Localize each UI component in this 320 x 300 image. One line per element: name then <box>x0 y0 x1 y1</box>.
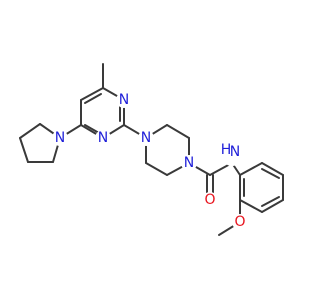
bond <box>80 87 104 101</box>
atom-o-methoxy: O <box>234 214 245 230</box>
atom-h-amide: H <box>221 142 232 158</box>
double-bond <box>261 196 280 207</box>
atom-n-pyrimidine-lower: N <box>98 130 108 146</box>
double-bond <box>84 124 100 134</box>
phenyl-ring <box>239 162 284 213</box>
bond <box>239 199 263 213</box>
bond <box>261 162 284 176</box>
bond <box>239 162 263 176</box>
atom-n-amide: N <box>230 144 240 160</box>
bond <box>261 199 284 213</box>
chemical-structure-diagram: N N N N N O H N O <box>19 63 284 236</box>
bond <box>166 124 190 139</box>
atom-n-pyrrolidine: N <box>55 130 65 146</box>
bond <box>145 162 168 176</box>
double-bond <box>84 93 102 104</box>
atom-o-carbonyl: O <box>204 192 215 208</box>
bond <box>19 137 29 163</box>
atom-n-pyrimidine-upper: N <box>119 92 129 108</box>
atom-labels: N N N N N O H N O <box>52 92 248 230</box>
atom-n-piperazine-right: N <box>184 155 194 171</box>
double-bond <box>261 168 280 179</box>
atom-n-piperazine-left: N <box>141 130 151 146</box>
bond <box>19 123 41 139</box>
